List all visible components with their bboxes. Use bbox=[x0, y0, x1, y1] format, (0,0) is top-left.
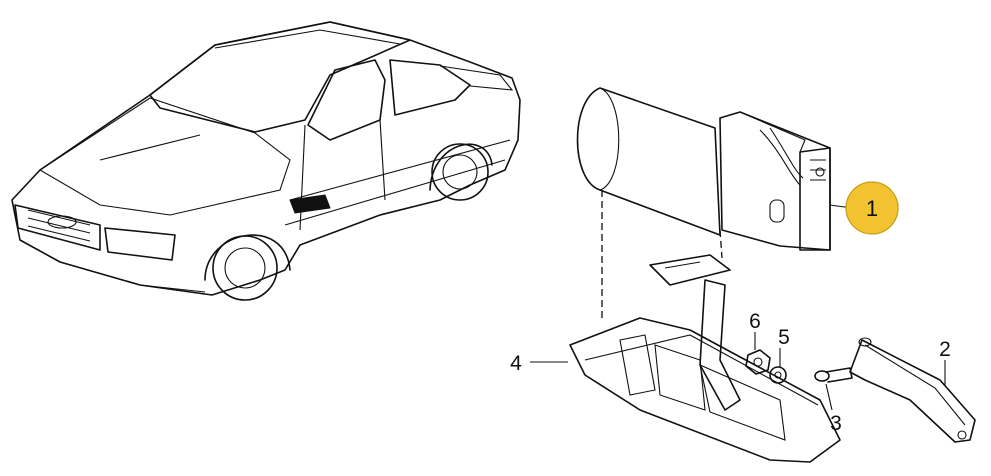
nut-6[interactable] bbox=[745, 349, 771, 375]
leader-3 bbox=[825, 383, 833, 411]
part-1-callout[interactable]: 1 bbox=[845, 181, 899, 235]
part-1-highlight-circle bbox=[845, 181, 899, 235]
part-1-label: 1 bbox=[866, 196, 878, 221]
bolt-3[interactable] bbox=[814, 367, 853, 383]
part-6-label: 6 bbox=[749, 310, 761, 333]
airbag-module[interactable] bbox=[576, 87, 831, 251]
assembly-line-2 bbox=[719, 229, 723, 259]
part-2-label: 2 bbox=[939, 338, 951, 361]
car-illustration bbox=[11, 21, 521, 301]
part-5-label: 5 bbox=[778, 326, 790, 349]
airbag-location-marker bbox=[289, 194, 331, 214]
part-3-label: 3 bbox=[830, 412, 842, 435]
bracket-2[interactable] bbox=[849, 337, 976, 443]
part-4-label: 4 bbox=[510, 352, 522, 375]
washer-5[interactable] bbox=[769, 366, 787, 384]
mounting-housing[interactable] bbox=[569, 254, 841, 463]
